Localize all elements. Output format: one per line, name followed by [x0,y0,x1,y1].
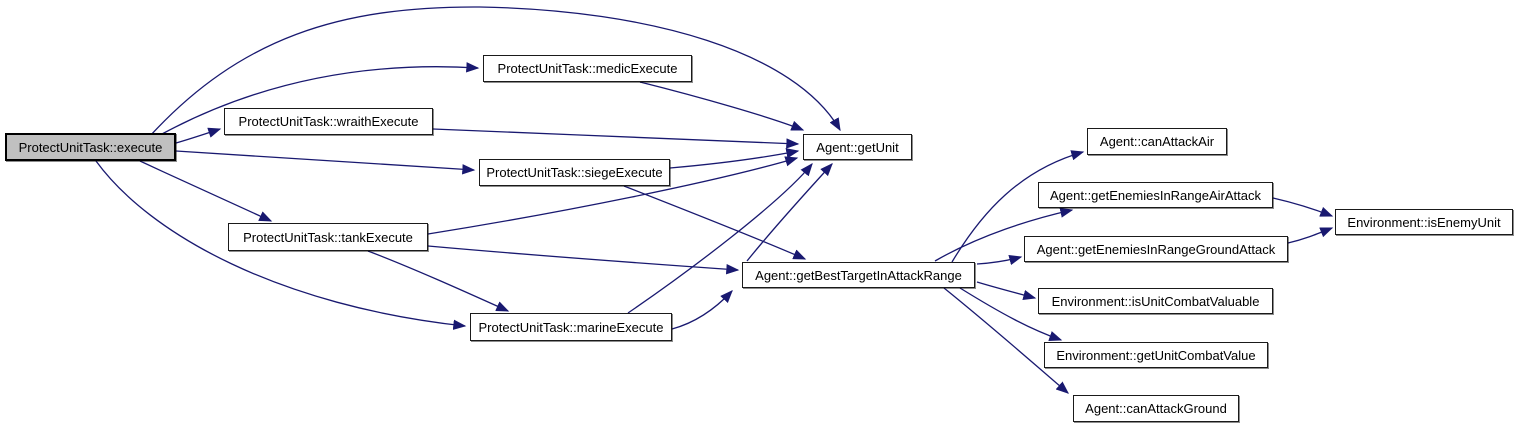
edge-enemies-in-range-ground-to-is-enemy-unit [1287,227,1334,244]
edge-execute-to-wraith-execute [175,127,222,144]
graph-node-wraith-execute[interactable]: ProtectUnitTask::wraithExecute [224,108,433,135]
graph-node-get-unit-combat-value[interactable]: Environment::getUnitCombatValue [1044,342,1268,368]
graph-node-can-attack-air[interactable]: Agent::canAttackAir [1087,128,1227,155]
edge-execute-to-siege-execute [175,150,476,175]
edge-marine-execute-to-get-best-target [671,290,733,330]
edge-get-best-target-to-get-unit [746,163,833,262]
edge-medic-execute-to-get-unit [639,81,805,131]
graph-node-get-best-target[interactable]: Agent::getBestTargetInAttackRange [742,262,975,288]
graph-node-is-enemy-unit[interactable]: Environment::isEnemyUnit [1335,209,1513,235]
graph-node-get-unit[interactable]: Agent::getUnit [803,134,912,160]
edge-execute-to-tank-execute [139,160,273,222]
edge-siege-execute-to-get-unit [669,148,800,169]
edge-marine-execute-to-get-unit [627,162,813,314]
graph-node-tank-execute[interactable]: ProtectUnitTask::tankExecute [228,223,428,251]
graph-node-siege-execute[interactable]: ProtectUnitTask::siegeExecute [479,159,670,186]
graph-node-is-unit-combat-valuable[interactable]: Environment::isUnitCombatValuable [1038,288,1273,314]
graph-node-execute[interactable]: ProtectUnitTask::execute [5,133,176,161]
edge-tank-execute-to-marine-execute [367,250,510,312]
graph-node-marine-execute[interactable]: ProtectUnitTask::marineExecute [470,313,672,341]
edge-wraith-execute-to-get-unit [432,128,800,149]
edge-get-best-target-to-enemies-in-range-ground [976,254,1023,266]
graph-node-medic-execute[interactable]: ProtectUnitTask::medicExecute [483,55,692,82]
edge-tank-execute-to-get-best-target [427,245,740,275]
edge-get-best-target-to-is-unit-combat-valuable [976,281,1037,301]
edge-enemies-in-range-air-to-is-enemy-unit [1272,197,1334,217]
edge-siege-execute-to-get-best-target [623,185,807,260]
graph-node-enemies-in-range-air[interactable]: Agent::getEnemiesInRangeAirAttack [1038,182,1273,208]
graph-node-enemies-in-range-ground[interactable]: Agent::getEnemiesInRangeGroundAttack [1024,236,1288,262]
graph-node-can-attack-ground[interactable]: Agent::canAttackGround [1073,395,1239,422]
